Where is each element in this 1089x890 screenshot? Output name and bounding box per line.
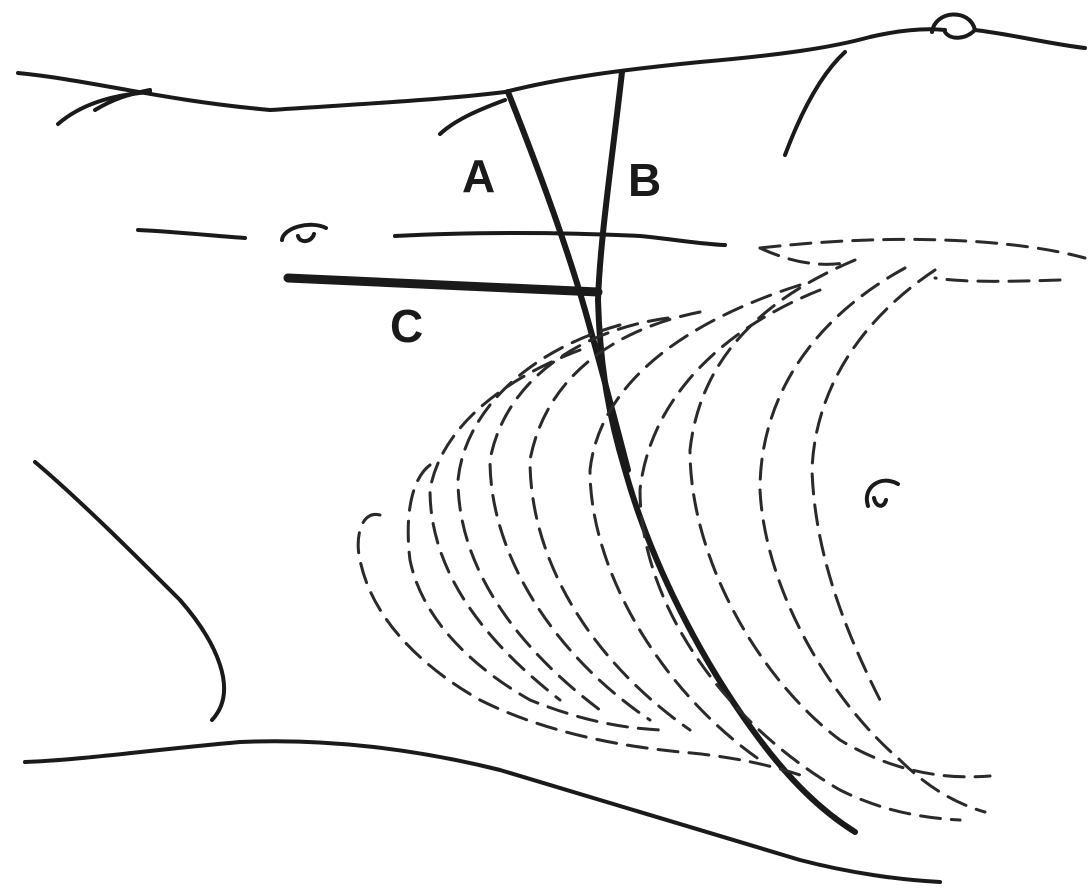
reference-line-left [138,230,245,238]
small-circle-mark-right [867,481,898,506]
dashed-arc-8 [590,285,800,760]
top-circle-mark [932,14,975,37]
dashed-arc-2 [760,248,850,264]
dashed-arc-1 [760,239,1085,258]
label-c: C [390,300,423,352]
label-a: A [462,150,495,202]
label-b: B [628,154,661,206]
side-contour-left [35,462,224,720]
fold-left [58,92,150,124]
dashed-arc-3 [935,278,1060,281]
upper-body-contour-right [975,30,1085,48]
fold-center [440,100,505,134]
small-circle-mark-left [282,225,326,241]
incision-line-c [288,278,598,292]
dashed-arc-14 [358,514,800,775]
dashed-arc-6 [760,268,985,812]
dashed-arc-9 [530,312,700,730]
dashed-arc-7 [640,290,960,820]
fold-right [785,52,845,155]
lower-body-contour [25,741,940,882]
dashed-arc-12 [430,350,580,700]
upper-body-contour [18,29,945,110]
